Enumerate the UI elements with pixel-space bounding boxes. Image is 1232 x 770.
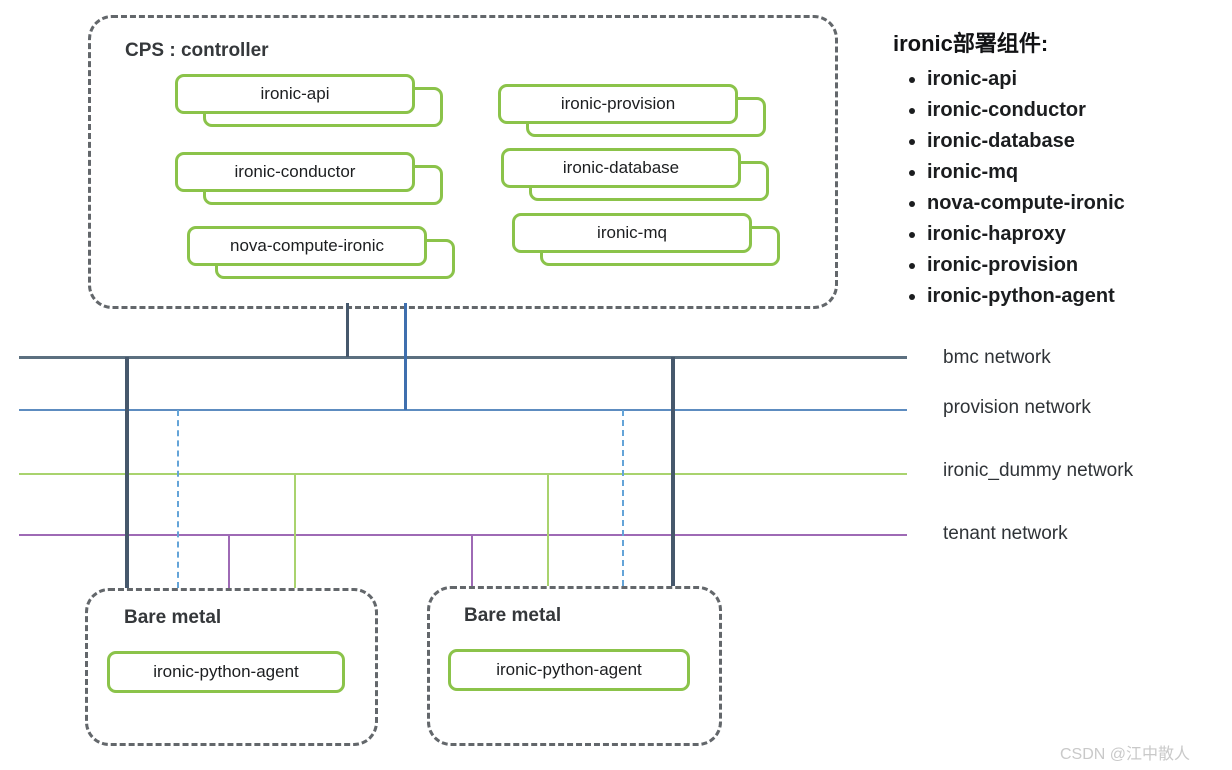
bmc-network-label: bmc network (943, 347, 1051, 368)
connector-dummy-baremetal-2 (547, 474, 549, 586)
connector-controller-provision (404, 303, 407, 410)
connector-bmc-baremetal-2 (671, 357, 675, 586)
connector-tenant-baremetal-1 (228, 535, 230, 588)
legend-item: ironic-api (927, 64, 1223, 95)
ironic-dummy-network-label: ironic_dummy network (943, 460, 1134, 481)
connector-dummy-baremetal-1 (294, 474, 296, 588)
legend-item: ironic-provision (927, 250, 1223, 281)
component-label: ironic-database (562, 158, 680, 177)
legend-item: nova-compute-ironic (927, 188, 1223, 219)
connector-provision-baremetal-1 (177, 410, 179, 588)
legend-item: ironic-database (927, 126, 1223, 157)
connector-tenant-baremetal-2 (471, 535, 473, 586)
component-label: ironic-api (260, 84, 330, 103)
component-label: ironic-conductor (234, 162, 356, 181)
legend-list: ironic-api ironic-conductor ironic-datab… (893, 64, 1223, 312)
connector-bmc-baremetal-1 (125, 357, 129, 588)
provision-network-label: provision network (943, 397, 1091, 418)
provision-network-line (19, 409, 907, 411)
cps-controller-box: CPS : controller (88, 15, 838, 309)
bare-metal-box-1: Bare metal ironic-python-agent (85, 588, 378, 746)
legend-title: ironic部署组件: (893, 31, 1049, 56)
component-label: ironic-provision (560, 94, 676, 113)
legend-item: ironic-conductor (927, 95, 1223, 126)
tenant-network-label: tenant network (943, 523, 1068, 544)
ironic-dummy-network-line (19, 473, 907, 475)
component-ironic-python-agent: ironic-python-agent (448, 649, 690, 691)
bare-metal-box-2: Bare metal ironic-python-agent (427, 586, 722, 746)
bare-metal-label: Bare metal (464, 605, 562, 626)
legend-item: ironic-python-agent (927, 281, 1223, 312)
csdn-watermark: CSDN @江中散人 (1060, 746, 1191, 763)
component-label: ironic-mq (597, 223, 667, 242)
deployment-components-legend: ironic部署组件: ironic-api ironic-conductor … (893, 26, 1223, 312)
legend-item: ironic-mq (927, 157, 1223, 188)
component-label: nova-compute-ironic (229, 236, 384, 255)
connector-provision-baremetal-2 (622, 410, 624, 586)
connector-controller-bmc (346, 303, 349, 357)
component-ironic-python-agent: ironic-python-agent (107, 651, 345, 693)
tenant-network-line (19, 534, 907, 536)
bmc-network-line (19, 356, 907, 359)
legend-item: ironic-haproxy (927, 219, 1223, 250)
cps-controller-label: CPS : controller (125, 40, 269, 61)
bare-metal-label: Bare metal (124, 607, 222, 628)
